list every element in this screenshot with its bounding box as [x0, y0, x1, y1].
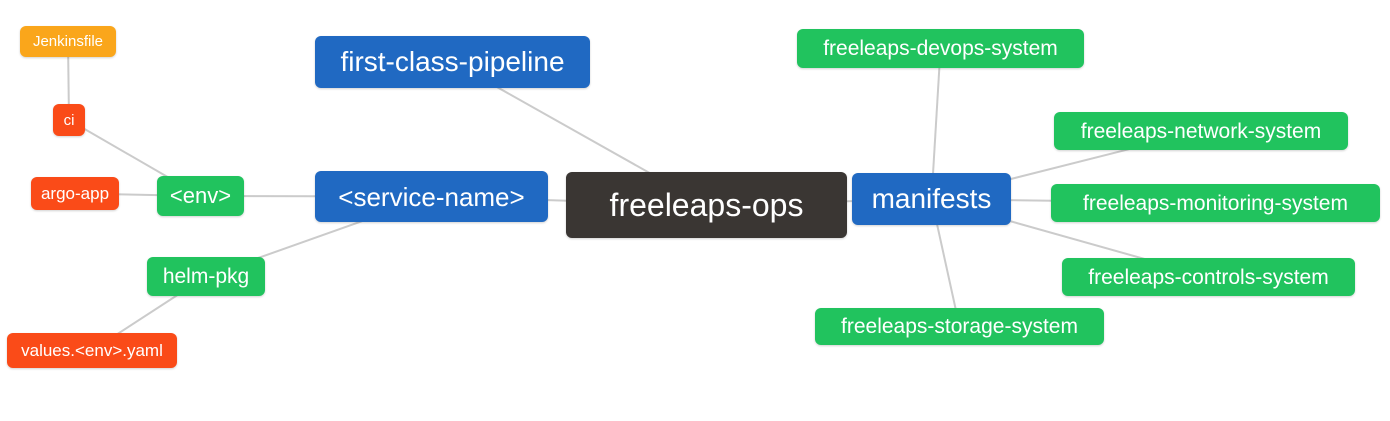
node-freeleaps-ops[interactable]: freeleaps-ops	[566, 172, 847, 238]
node-freeleaps-devops-system[interactable]: freeleaps-devops-system	[797, 29, 1084, 68]
node-argo-app[interactable]: argo-app	[31, 177, 119, 210]
node-helm-pkg[interactable]: helm-pkg	[147, 257, 265, 296]
node-freeleaps-storage-system[interactable]: freeleaps-storage-system	[815, 308, 1104, 345]
node-values-env-yaml[interactable]: values.<env>.yaml	[7, 333, 177, 368]
node-freeleaps-monitoring-system[interactable]: freeleaps-monitoring-system	[1051, 184, 1380, 222]
node-freeleaps-network-system[interactable]: freeleaps-network-system	[1054, 112, 1348, 150]
node-first-class-pipeline[interactable]: first-class-pipeline	[315, 36, 590, 88]
node-ci[interactable]: ci	[53, 104, 85, 136]
node-manifests[interactable]: manifests	[852, 173, 1011, 225]
node-env[interactable]: <env>	[157, 176, 244, 216]
node-freeleaps-controls-system[interactable]: freeleaps-controls-system	[1062, 258, 1355, 296]
node-service-name[interactable]: <service-name>	[315, 171, 548, 222]
node-jenkinsfile[interactable]: Jenkinsfile	[20, 26, 116, 57]
